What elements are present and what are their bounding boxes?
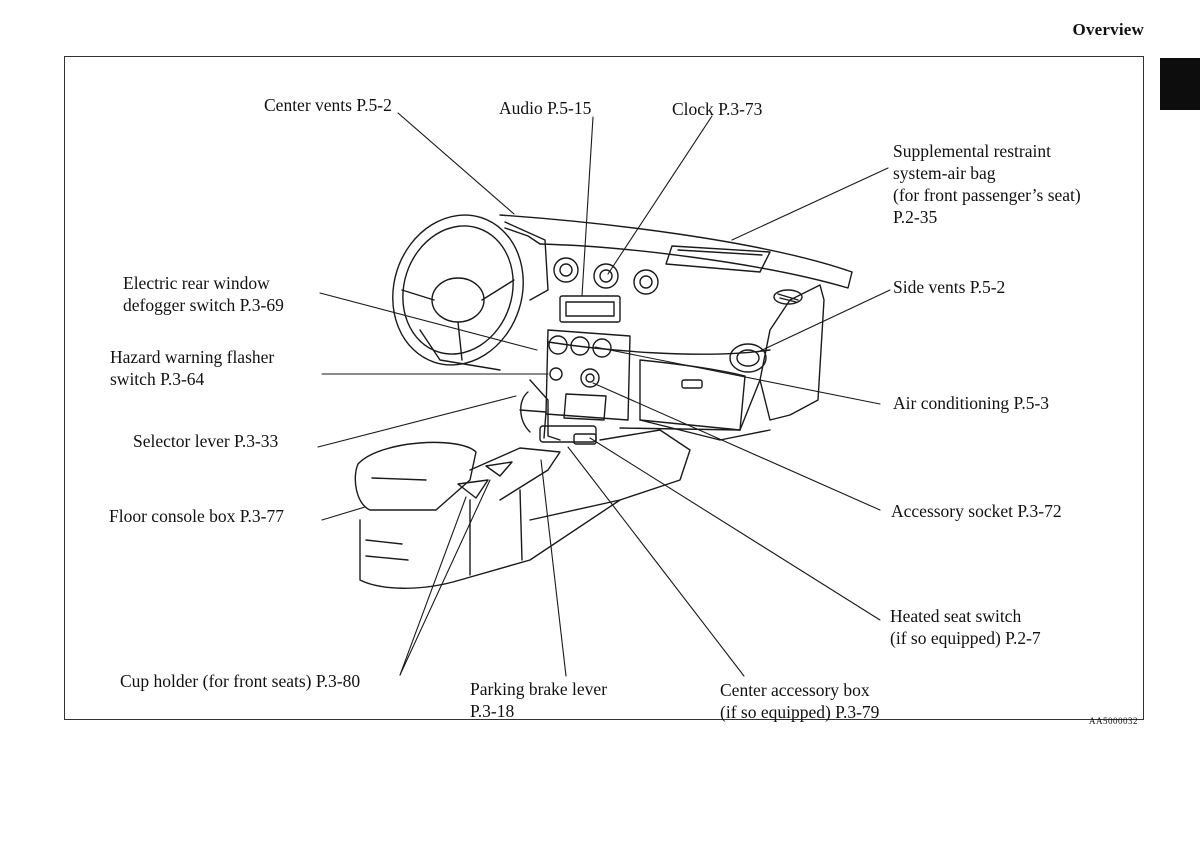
label-parking-brake-line2: P.3-18 xyxy=(470,701,515,721)
airbag-panel xyxy=(665,245,771,273)
label-floor-console-box: Floor console box P.3-77 xyxy=(109,506,284,526)
label-center-accessory-box: Center accessory box (if so equipped) P.… xyxy=(720,679,879,723)
label-cup-holder: Cup holder (for front seats) P.3-80 xyxy=(120,671,361,691)
diagram-frame xyxy=(64,56,1144,720)
label-hazard: Hazard warning flasher switch P.3-64 xyxy=(110,346,274,390)
label-selector-lever: Selector lever P.3-33 xyxy=(133,431,279,451)
armrest xyxy=(354,441,477,561)
label-clock: Clock P.3-73 xyxy=(672,99,763,119)
label-heated-seat-line2: (if so equipped) P.2-7 xyxy=(890,628,1041,648)
page-title: Overview xyxy=(1072,20,1144,39)
section-tab xyxy=(1160,58,1200,110)
label-airbag-line4: P.2-35 xyxy=(893,207,938,227)
label-airbag: Supplemental restraint system-air bag (f… xyxy=(893,140,1081,228)
center-console xyxy=(359,379,691,589)
side-vent xyxy=(729,289,803,373)
leader-lines xyxy=(317,112,891,677)
label-parking-brake-line1: Parking brake lever xyxy=(470,679,608,699)
label-accessory-socket: Accessory socket P.3-72 xyxy=(891,501,1062,521)
label-audio: Audio P.5-15 xyxy=(499,98,592,118)
figure-code: AA5000032 xyxy=(1089,716,1138,726)
label-air-conditioning: Air conditioning P.5-3 xyxy=(893,393,1050,413)
label-center-vents: Center vents P.5-2 xyxy=(264,95,392,115)
label-center-box-line2: (if so equipped) P.3-79 xyxy=(720,702,880,722)
label-center-box-line1: Center accessory box xyxy=(720,680,870,700)
label-airbag-line3: (for front passenger’s seat) xyxy=(893,185,1081,205)
steering-wheel xyxy=(392,214,549,371)
label-hazard-line2: switch P.3-64 xyxy=(110,369,205,389)
label-airbag-line1: Supplemental restraint xyxy=(893,141,1051,161)
label-hazard-line1: Hazard warning flasher xyxy=(110,347,275,367)
glove-box xyxy=(639,359,746,431)
label-airbag-line2: system-air bag xyxy=(893,163,996,183)
label-defogger: Electric rear window defogger switch P.3… xyxy=(123,272,284,316)
dashboard-outline xyxy=(499,214,853,441)
center-stack xyxy=(545,257,659,421)
label-side-vents: Side vents P.5-2 xyxy=(893,277,1006,297)
label-heated-seat: Heated seat switch (if so equipped) P.2-… xyxy=(890,605,1041,649)
label-defogger-line2: defogger switch P.3-69 xyxy=(123,295,284,315)
label-parking-brake: Parking brake lever P.3-18 xyxy=(470,678,607,722)
label-heated-seat-line1: Heated seat switch xyxy=(890,606,1022,626)
label-defogger-line1: Electric rear window xyxy=(123,273,270,293)
